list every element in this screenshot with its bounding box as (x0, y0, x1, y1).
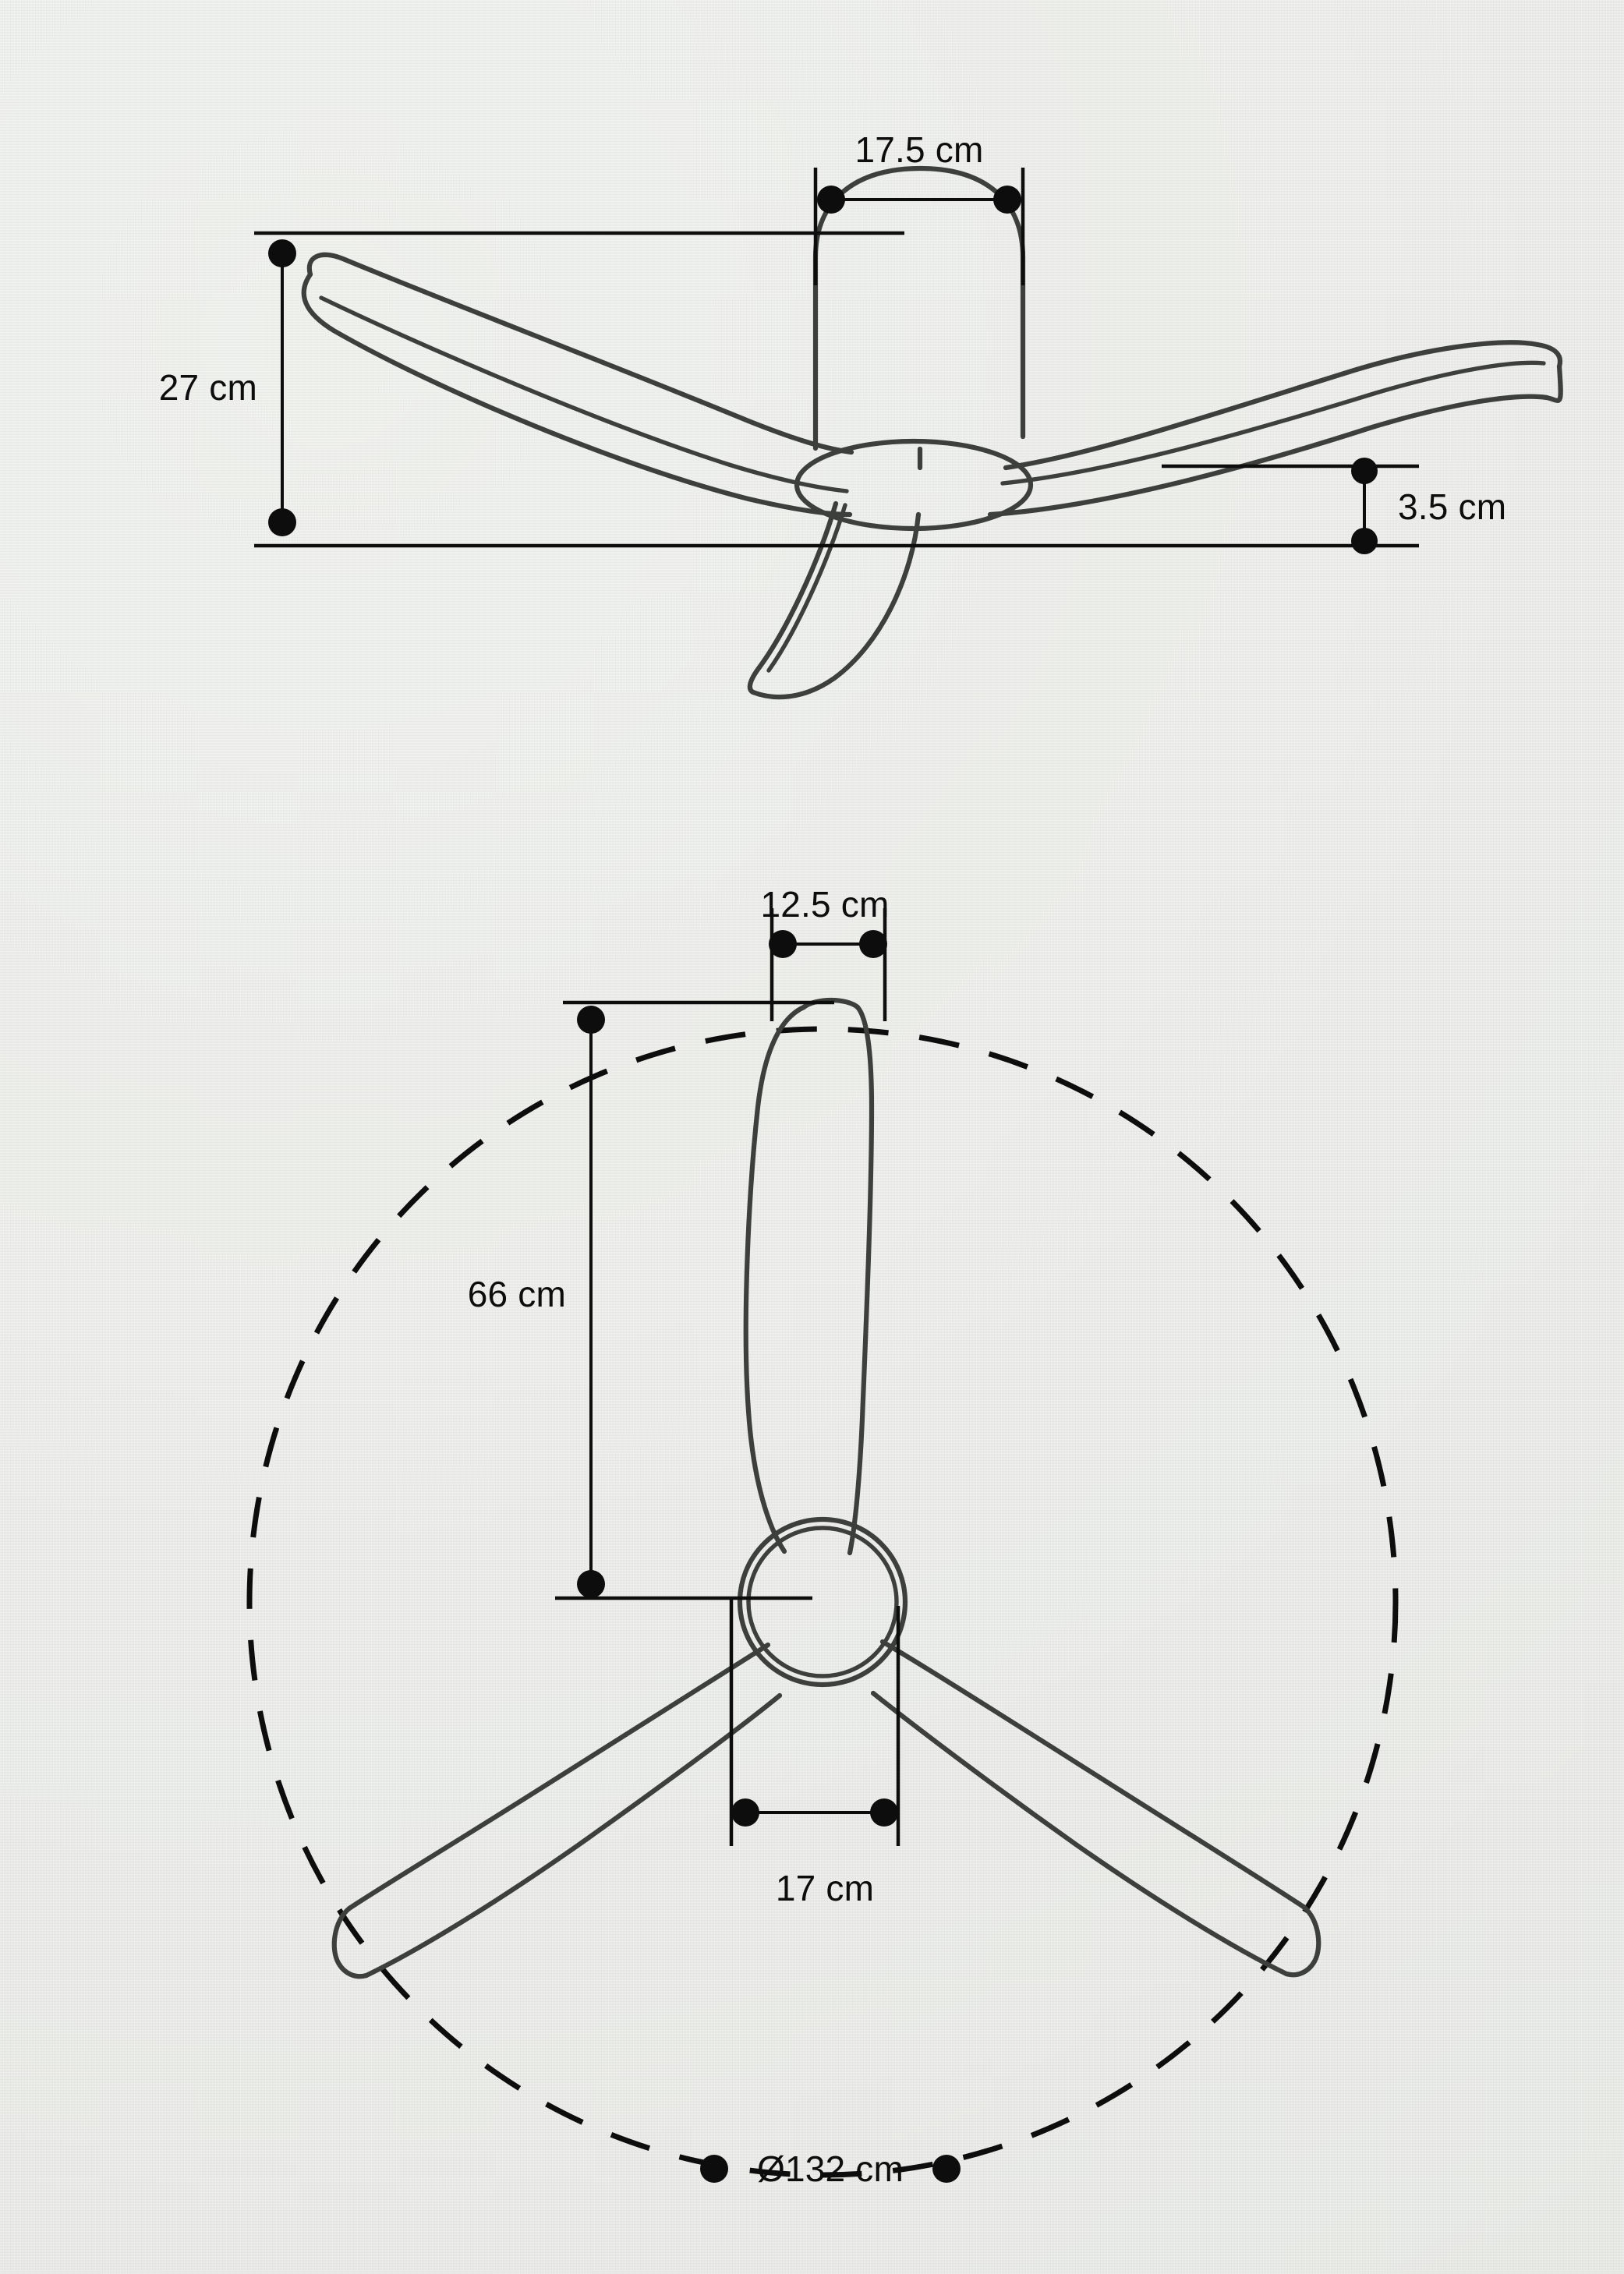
plan-hub-inner-circle (746, 1526, 899, 1678)
total-height-dot-bottom (268, 508, 296, 536)
blade-sweep-dashed-circle (246, 1026, 1399, 2178)
hub-diameter-label: 17 cm (776, 1868, 874, 1908)
hub-height-dot-bottom (1351, 528, 1378, 554)
blade-length-dot-top (577, 1006, 605, 1034)
sweep-diameter-dot-left (700, 2155, 728, 2183)
plan-left-blade-tip (331, 1905, 370, 1979)
total-height-label: 27 cm (159, 367, 257, 408)
front-right-blade-bottom-edge (987, 363, 1563, 518)
motor-width-label: 17.5 cm (854, 129, 983, 170)
dimension-blade-length: 66 cm (468, 1000, 834, 1600)
hub-diameter-dot-left (731, 1798, 759, 1827)
plan-top-blade-right-edge (847, 1004, 875, 1556)
plan-left-blade-lower-edge (363, 1692, 783, 1979)
front-left-blade-bottom-edge (301, 271, 853, 518)
sweep-diameter-dot-right (932, 2155, 961, 2183)
motor-width-dot-right (993, 186, 1021, 214)
dimension-blade-root-width: 12.5 cm (760, 884, 889, 1021)
front-left-blade-crease (319, 295, 849, 493)
front-right-blade-crease (1000, 360, 1546, 486)
dimension-hub-height: 3.5 cm (1162, 458, 1506, 554)
blade-root-width-label: 12.5 cm (760, 884, 889, 925)
front-foreground-blade-right-edge (750, 511, 922, 700)
sweep-diameter-label: Ø132 cm (757, 2148, 904, 2189)
hub-diameter-dot-right (870, 1798, 898, 1827)
front-right-blade-top-edge (1003, 340, 1563, 471)
front-foreground-blade-crease (766, 503, 847, 673)
hub-height-label: 3.5 cm (1398, 486, 1506, 527)
front-left-blade-top-edge (306, 252, 854, 455)
plan-top-blade-left-edge (743, 1004, 807, 1554)
plan-right-blade-upper-edge (879, 1639, 1307, 1910)
front-hub-ellipse (794, 438, 1034, 532)
motor-width-dot-left (817, 186, 845, 214)
total-height-dot-top (268, 239, 296, 267)
dimension-hub-diameter: 17 cm (729, 1600, 900, 1908)
dimension-motor-width: 17.5 cm (813, 129, 1025, 285)
plan-top-blade-tip (801, 998, 861, 1010)
front-motor-housing (812, 165, 1026, 451)
blade-root-dot-left (769, 930, 797, 958)
plan-right-blade-tip (1283, 1904, 1321, 1978)
dimension-sweep-diameter: Ø132 cm (700, 2148, 961, 2189)
plan-right-blade-lower-edge (870, 1690, 1290, 1977)
fan-front-geometry (301, 165, 1563, 700)
plan-left-blade-upper-edge (346, 1642, 771, 1912)
fan-plan-geometry (331, 998, 1321, 1979)
dimension-total-height: 27 cm (159, 231, 1419, 548)
blade-length-dot-bottom (577, 1570, 605, 1598)
plan-hub-outer-circle (737, 1516, 908, 1688)
blade-root-dot-right (859, 930, 887, 958)
blade-length-label: 66 cm (468, 1274, 566, 1314)
hub-height-dot-top (1351, 458, 1378, 484)
